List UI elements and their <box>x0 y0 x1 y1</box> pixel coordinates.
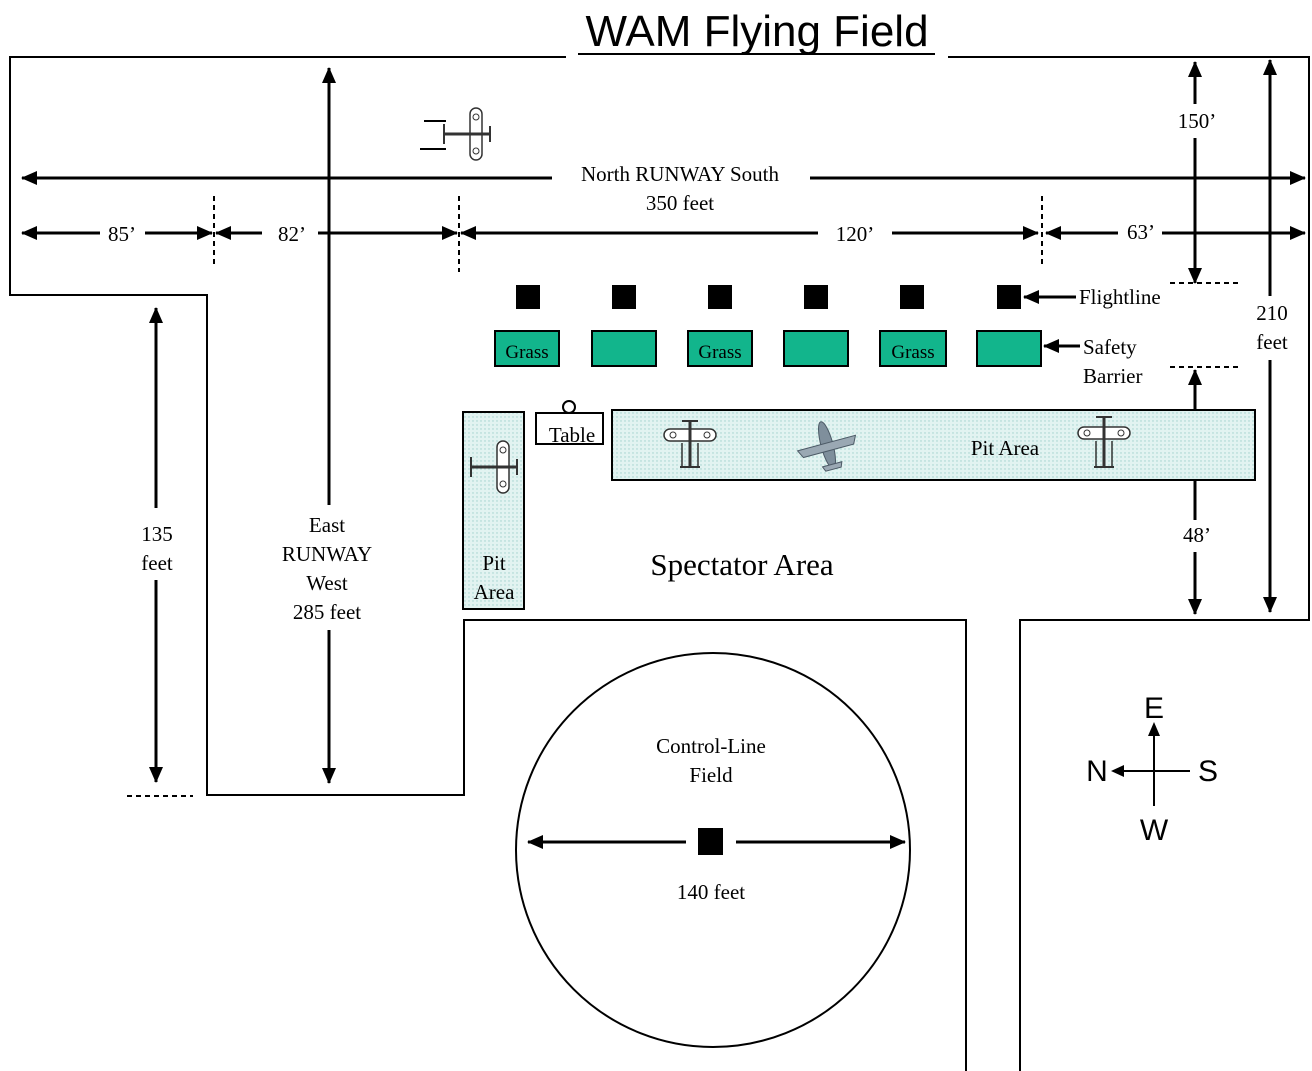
grass-label: Grass <box>891 342 934 363</box>
safety-barrier-label-2: Barrier <box>1083 364 1142 388</box>
segment-63-label: 63’ <box>1127 220 1155 244</box>
biplane-icon <box>1077 416 1131 468</box>
control-line-label-2: Field <box>689 763 733 787</box>
table-box <box>535 412 604 445</box>
pit-area-side-label-1: Pit <box>482 551 506 575</box>
control-line-circle <box>515 652 911 1048</box>
airplane-icon <box>796 421 857 472</box>
biplane-icon <box>470 440 518 494</box>
dimension-150-label: 150’ <box>1178 109 1217 133</box>
dimension-48-label: 48’ <box>1183 523 1211 547</box>
grass-block <box>494 330 560 367</box>
compass-east-label: E <box>1144 692 1164 725</box>
dimension-135-unit: feet <box>141 551 173 575</box>
compass-north-label: N <box>1086 755 1108 788</box>
page-title: WAM Flying Field <box>585 7 928 56</box>
compass-west-label: W <box>1140 814 1169 847</box>
flightline-marker <box>900 285 924 309</box>
flightline-marker <box>516 285 540 309</box>
segment-120-label: 120’ <box>836 222 875 246</box>
runway-ew-label-west: West <box>306 571 348 595</box>
grass-block <box>879 330 947 367</box>
compass-north-arrowhead <box>1111 765 1124 777</box>
compass-east-arrowhead <box>1148 722 1160 736</box>
spectator-area-label: Spectator Area <box>650 547 834 582</box>
field-boundary-west <box>9 56 967 1071</box>
flightline-label: Flightline <box>1079 285 1161 309</box>
table-stool-icon <box>562 400 576 414</box>
runway-ew-label-east: East <box>309 513 345 537</box>
grass-block <box>783 330 849 367</box>
flightline-marker <box>997 285 1021 309</box>
flightline-marker <box>804 285 828 309</box>
control-line-diameter-label: 140 feet <box>677 880 745 904</box>
grass-block <box>687 330 753 367</box>
biplane-icon <box>663 420 717 468</box>
pit-area-main-label: Pit Area <box>971 436 1040 460</box>
safety-barrier-label-1: Safety <box>1083 335 1137 359</box>
control-line-center-marker <box>698 828 723 855</box>
field-boundary-east <box>948 56 1310 1071</box>
runway-ew-length: 285 feet <box>293 600 361 624</box>
dimension-210-value: 210 <box>1256 301 1288 325</box>
pit-area-main <box>611 409 1256 481</box>
grass-label: Grass <box>505 342 548 363</box>
segment-82-label: 82’ <box>278 222 306 246</box>
flying-biplane-icon <box>443 107 491 161</box>
flightline-marker <box>612 285 636 309</box>
control-line-label-1: Control-Line <box>656 734 766 758</box>
flightline-marker <box>708 285 732 309</box>
dimension-210-unit: feet <box>1256 330 1288 354</box>
runway-ns-length: 350 feet <box>646 191 714 215</box>
runway-ew-label-runway: RUNWAY <box>282 542 372 566</box>
pit-area-side-label-2: Area <box>474 580 515 604</box>
table-label: Table <box>549 423 595 447</box>
grass-label: Grass <box>698 342 741 363</box>
grass-block <box>591 330 657 367</box>
runway-ns-label: North RUNWAY South <box>581 162 779 186</box>
pit-area-side <box>462 411 525 610</box>
dimension-135-value: 135 <box>141 522 173 546</box>
compass-south-label: S <box>1198 755 1218 788</box>
segment-85-label: 85’ <box>108 222 136 246</box>
grass-block <box>976 330 1042 367</box>
